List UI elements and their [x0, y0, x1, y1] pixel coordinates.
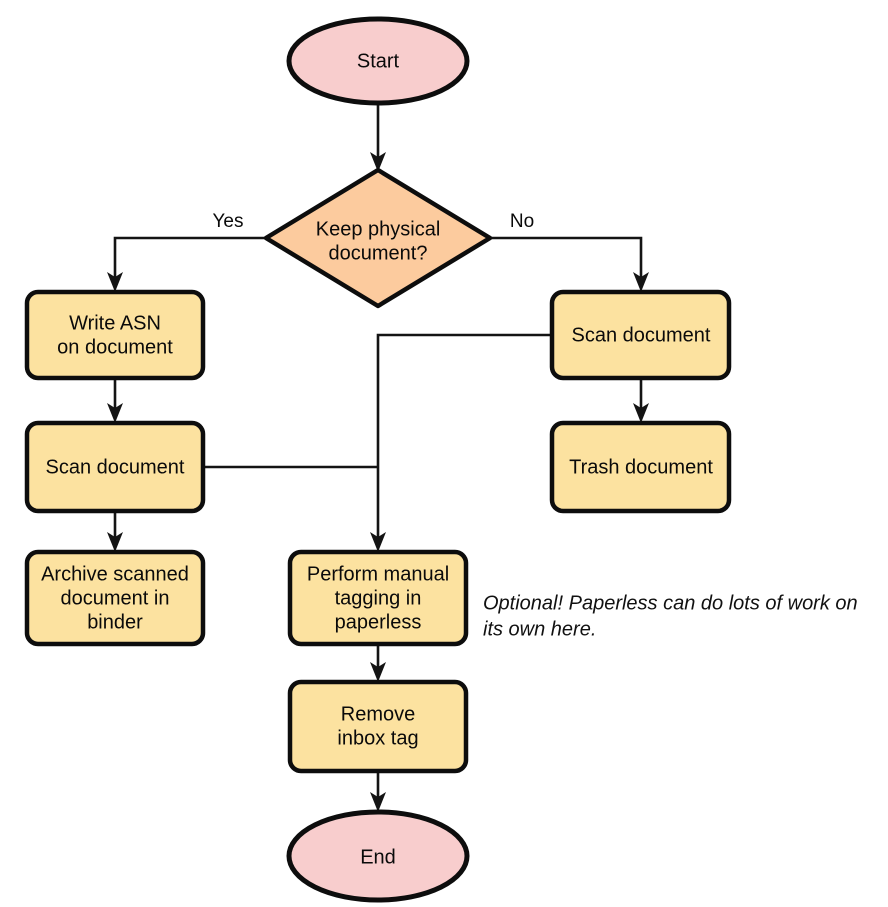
scan-document-left-label: Scan document [46, 456, 185, 478]
archive-label-line2: document in [61, 587, 170, 609]
trash-document-label: Trash document [569, 456, 713, 478]
edge-line-decision-no [490, 236, 643, 280]
remove-inbox-label-line2: inbox tag [337, 727, 418, 749]
start-label: Start [357, 50, 400, 72]
end-ellipse [286, 809, 470, 903]
node-trash-document[interactable]: Trash document [549, 420, 732, 514]
arrowhead-decision-no [633, 272, 649, 292]
write-asn-box [24, 289, 206, 381]
edge-scanright-to-trash [633, 378, 649, 423]
annotation-line1: Optional! Paperless can do lots of work … [483, 592, 858, 614]
node-end[interactable]: End [286, 809, 470, 903]
edge-decision-yes: Yes [107, 211, 266, 292]
tagging-label-line3: paperless [335, 611, 422, 633]
node-archive-scanned-document[interactable]: Archive scanned document in binder [24, 549, 206, 647]
edge-start-to-decision [370, 102, 386, 172]
write-asn-label-line2: on document [57, 336, 173, 358]
tagging-label-line2: tagging in [335, 587, 422, 609]
archive-box [24, 549, 206, 647]
arrowhead-scanright-tagging [370, 532, 386, 552]
start-ellipse [286, 16, 470, 106]
arrowhead-removeinbox-end [370, 792, 386, 812]
annotation-line2: its own here. [483, 618, 596, 640]
arrowhead-writeasn-scanleft [107, 403, 123, 423]
scan-document-right-box [549, 289, 732, 381]
arrowhead-decision-yes [107, 272, 123, 292]
annotation-optional-note: Optional! Paperless can do lots of work … [483, 592, 858, 640]
end-label: End [360, 846, 396, 868]
archive-label-line3: binder [87, 611, 143, 633]
tagging-box [287, 549, 469, 647]
trash-document-box [549, 420, 732, 514]
edge-tagging-to-removeinbox [370, 644, 386, 682]
node-scan-document-left[interactable]: Scan document [24, 420, 206, 514]
decision-label-line1: Keep physical [316, 218, 441, 240]
node-remove-inbox-tag[interactable]: Remove inbox tag [287, 679, 469, 774]
remove-inbox-label-line1: Remove [341, 703, 415, 725]
tagging-label-line1: Perform manual [307, 563, 449, 585]
arrowhead-start-decision [370, 152, 386, 172]
arrowhead-scanright-trash [633, 403, 649, 423]
decision-label-line2: document? [329, 242, 428, 264]
edge-line-decision-yes [113, 236, 266, 280]
arrowhead-scanleft-archive [107, 532, 123, 552]
edge-scanright-to-tagging [370, 333, 552, 552]
node-scan-document-right[interactable]: Scan document [549, 289, 732, 381]
scan-document-right-label: Scan document [572, 324, 711, 346]
edge-label-yes: Yes [213, 211, 244, 232]
write-asn-label-line1: Write ASN [69, 312, 161, 334]
scan-document-left-box [24, 420, 206, 514]
edge-writeasn-to-scanleft [107, 378, 123, 423]
decision-diamond [263, 167, 493, 309]
archive-label-line1: Archive scanned [41, 563, 189, 585]
node-decision-keep-physical-document[interactable]: Keep physical document? [263, 167, 493, 309]
node-start[interactable]: Start [286, 16, 470, 106]
edge-line-scanright-tagging [376, 333, 552, 540]
edge-decision-no: No [490, 211, 649, 292]
edge-scanleft-to-archive [107, 511, 123, 552]
edge-label-no: No [510, 211, 534, 232]
edge-removeinbox-to-end [370, 771, 386, 812]
node-perform-manual-tagging[interactable]: Perform manual tagging in paperless [287, 549, 469, 647]
arrowhead-tagging-removeinbox [370, 662, 386, 682]
remove-inbox-box [287, 679, 469, 774]
node-write-asn[interactable]: Write ASN on document [24, 289, 206, 381]
